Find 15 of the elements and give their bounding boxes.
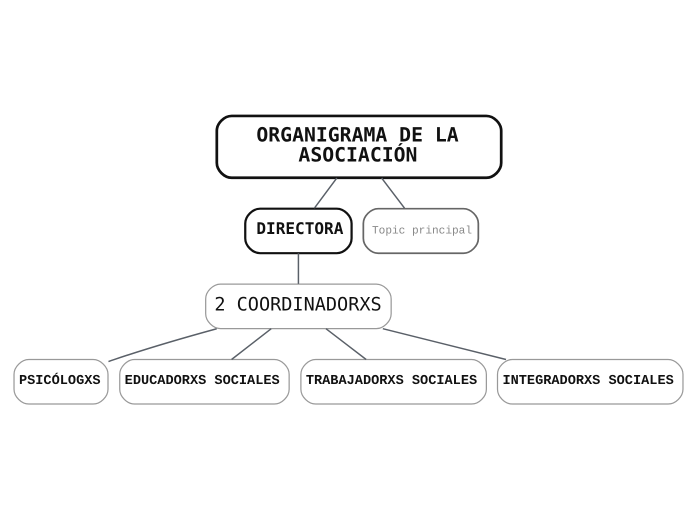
connector [313,178,337,209]
node-box: 2 COORDINADORXS [204,284,392,330]
node-box: EDUCADORXS SOCIALES [118,358,290,405]
node-box: INTEGRADORXS SOCIALES [496,358,684,405]
node-box: PSICÓLOGXS [12,358,108,405]
node-box: Topic principal [362,208,479,254]
node-box: TRABAJADORXS SOCIALES [300,358,486,405]
connector [297,253,299,284]
connector [108,328,216,362]
connector [382,328,506,360]
connector [325,328,366,360]
node-box: ORGANIGRAMA DE LA ASOCIACIÓN [214,114,502,180]
connector [380,178,405,209]
node-box: DIRECTORA [244,208,352,254]
connector [230,328,272,360]
